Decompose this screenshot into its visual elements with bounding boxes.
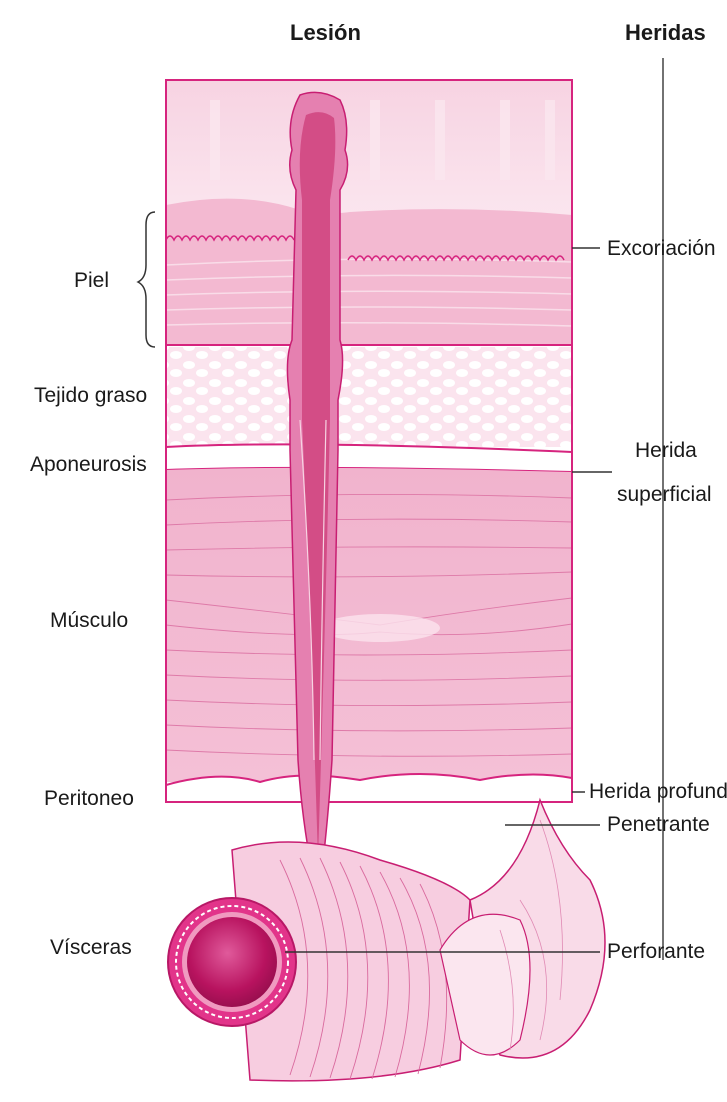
label-excoriacion: Excoriación bbox=[607, 238, 716, 259]
label-tejido-graso: Tejido graso bbox=[34, 385, 147, 406]
piel-brace bbox=[138, 212, 155, 347]
label-herida-superficial-2: superficial bbox=[617, 484, 712, 505]
label-penetrante: Penetrante bbox=[607, 814, 710, 835]
label-herida-profunda: Herida profund bbox=[589, 781, 727, 802]
label-peritoneo: Peritoneo bbox=[44, 788, 134, 809]
label-aponeurosis: Aponeurosis bbox=[30, 454, 147, 475]
label-piel: Piel bbox=[74, 270, 109, 291]
label-visceras: Vísceras bbox=[50, 937, 132, 958]
label-musculo: Músculo bbox=[50, 610, 128, 631]
intestine-lumen bbox=[187, 917, 277, 1007]
label-herida-superficial-1: Herida bbox=[635, 440, 697, 461]
intestine bbox=[168, 800, 605, 1081]
label-perforante: Perforante bbox=[607, 941, 705, 962]
tissue-block bbox=[166, 80, 572, 802]
